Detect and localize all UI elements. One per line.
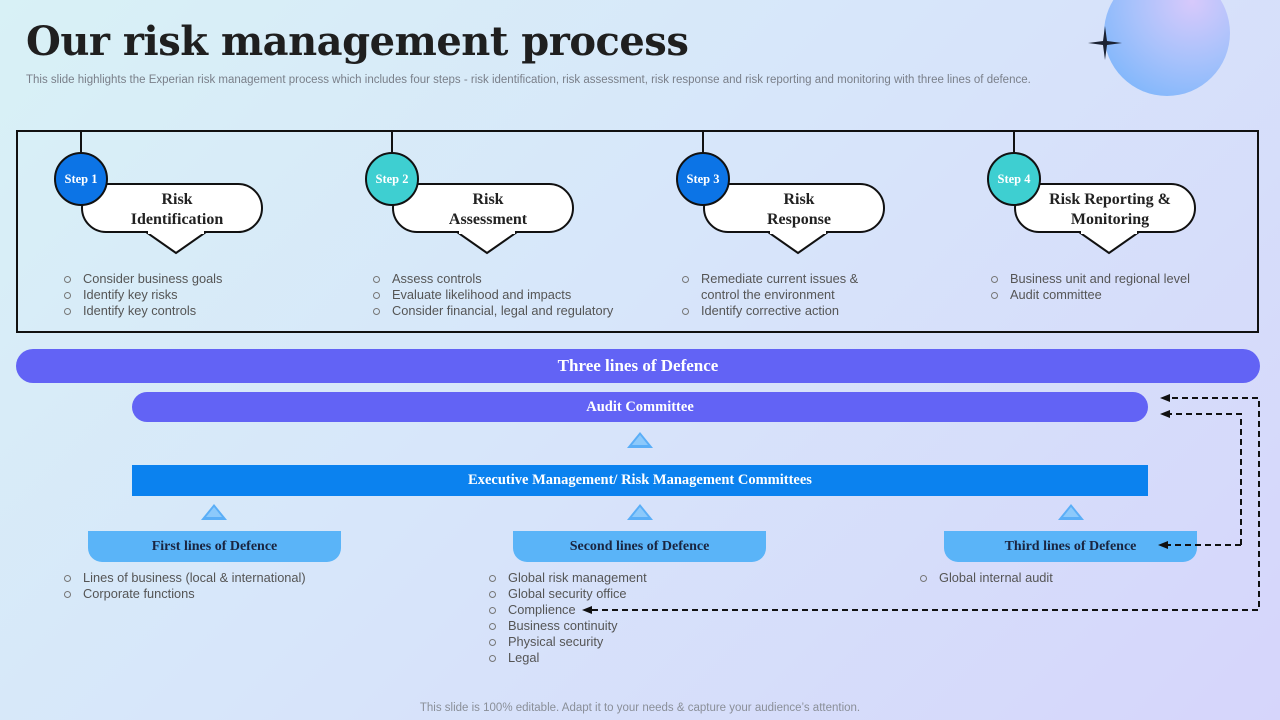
list-item: Evaluate likelihood and impacts <box>373 287 613 303</box>
list-item: Consider business goals <box>64 271 222 287</box>
third-line-of-defence-box: Third lines of Defence <box>944 531 1197 562</box>
list-item: Legal <box>489 650 647 666</box>
step-2-title-line1: Risk <box>472 191 504 208</box>
list-item: Business continuity <box>489 618 647 634</box>
step-1-pointer <box>145 231 207 255</box>
list-item: Identify corrective action <box>682 303 858 319</box>
step-1-connector-line <box>80 130 82 154</box>
step-2-title-box: Risk Assessment <box>392 183 574 233</box>
step-3-title-line1: Risk <box>783 191 815 208</box>
arrowhead-icon <box>582 606 592 614</box>
third-to-audit-connector <box>1170 413 1242 545</box>
list-item: Corporate functions <box>64 586 306 602</box>
step-2-badge: Step 2 <box>365 152 419 206</box>
list-item: Global internal audit <box>920 570 1053 586</box>
step-3-bullets: Remediate current issues & control the e… <box>682 271 858 319</box>
step-4-badge: Step 4 <box>987 152 1041 206</box>
step-4-connector-line <box>1013 130 1015 154</box>
arrow-up-icon <box>627 504 653 520</box>
first-line-bullets: Lines of business (local & international… <box>64 570 306 602</box>
step-3-title-box: Risk Response <box>703 183 885 233</box>
second-line-bullets: Global risk management Global security o… <box>489 570 647 666</box>
list-item: Audit committee <box>991 287 1190 303</box>
list-item: Identify key controls <box>64 303 222 319</box>
step-3-title-line2: Response <box>766 211 831 228</box>
list-item: Identify key risks <box>64 287 222 303</box>
three-lines-of-defence-header: Three lines of Defence <box>16 349 1260 383</box>
step-4-title-line1: Risk Reporting & <box>1049 191 1171 208</box>
step-2-bullets: Assess controls Evaluate likelihood and … <box>373 271 613 319</box>
step-3-pointer <box>767 231 829 255</box>
arrow-up-icon <box>201 504 227 520</box>
step-4-title-box: Risk Reporting & Monitoring <box>1014 183 1196 233</box>
second-line-of-defence-box: Second lines of Defence <box>513 531 766 562</box>
arrow-up-icon <box>1058 504 1084 520</box>
list-item: Global risk management <box>489 570 647 586</box>
step-2-title-line2: Assessment <box>448 211 528 228</box>
list-item: Lines of business (local & international… <box>64 570 306 586</box>
arrowhead-icon <box>1160 410 1170 418</box>
arrowhead-icon <box>1158 541 1168 549</box>
step-4-bullets: Business unit and regional level Audit c… <box>991 271 1190 303</box>
list-item: Business unit and regional level <box>991 271 1190 287</box>
page-subtitle: This slide highlights the Experian risk … <box>26 74 1031 86</box>
step-2-connector-line <box>391 130 393 154</box>
step-1-title-line2: Identification <box>130 211 224 228</box>
list-item: Consider financial, legal and regulatory <box>373 303 613 319</box>
list-item: Physical security <box>489 634 647 650</box>
list-item: Complience <box>489 602 647 618</box>
arrowhead-icon <box>1160 394 1170 402</box>
arrow-up-icon <box>627 432 653 448</box>
list-item: Assess controls <box>373 271 613 287</box>
step-1-bullets: Consider business goals Identify key ris… <box>64 271 222 319</box>
step-3-connector-line <box>702 130 704 154</box>
step-1-title-line1: Risk <box>161 191 193 208</box>
footer-note: This slide is 100% editable. Adapt it to… <box>419 702 861 714</box>
compliance-to-audit-connector <box>592 397 1260 611</box>
executive-management-bar: Executive Management/ Risk Management Co… <box>132 465 1148 496</box>
third-line-bullets: Global internal audit <box>920 570 1053 586</box>
step-1-badge: Step 1 <box>54 152 108 206</box>
step-4-title-line2: Monitoring <box>1070 211 1150 228</box>
step-1-title-box: Risk Identification <box>81 183 263 233</box>
step-2-pointer <box>456 231 518 255</box>
audit-committee-bar: Audit Committee <box>132 392 1148 422</box>
list-item: Global security office <box>489 586 647 602</box>
step-3-badge: Step 3 <box>676 152 730 206</box>
first-line-of-defence-box: First lines of Defence <box>88 531 341 562</box>
page-title: Our risk management process <box>26 18 689 65</box>
sparkle-icon <box>1088 26 1122 60</box>
process-steps-frame <box>16 130 1259 333</box>
step-4-pointer <box>1078 231 1140 255</box>
list-item: Remediate current issues & <box>682 271 858 287</box>
list-item: control the environment <box>701 287 835 302</box>
